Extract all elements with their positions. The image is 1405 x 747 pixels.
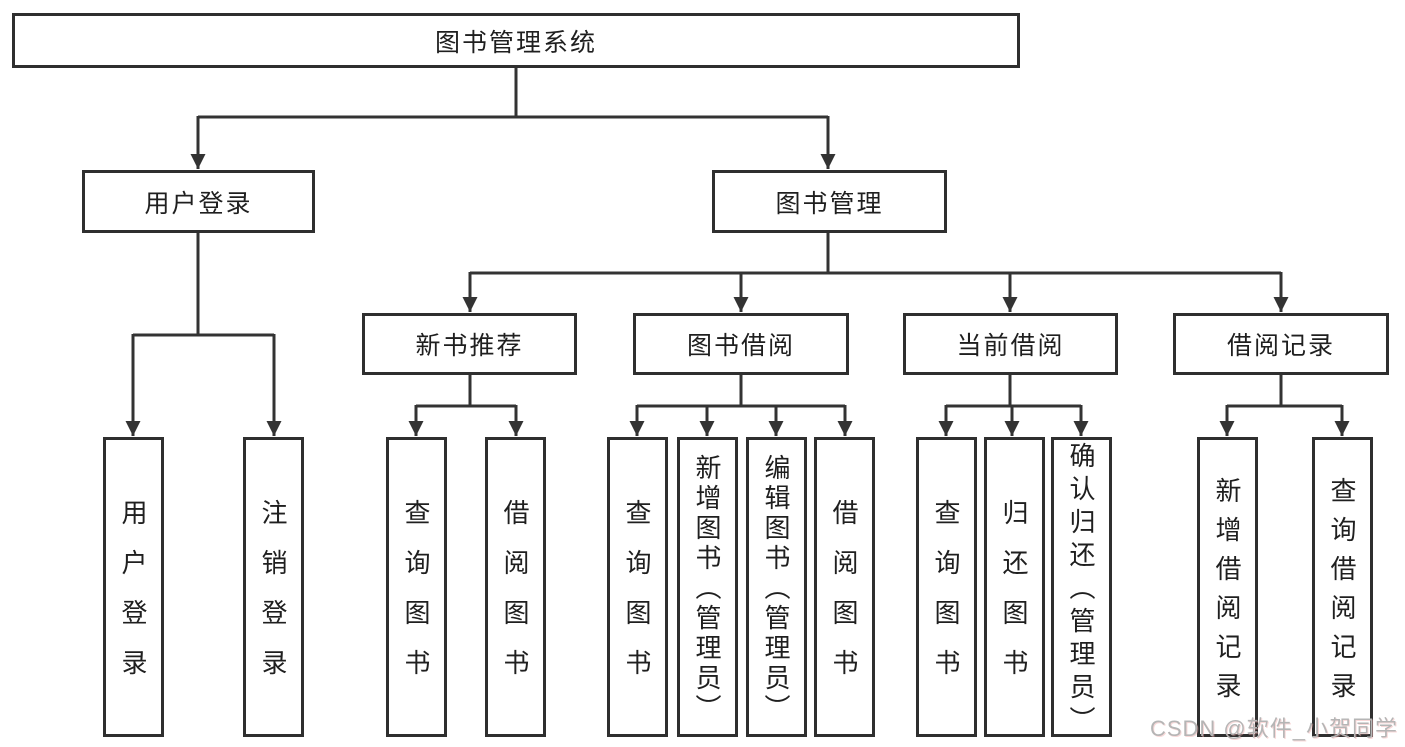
node-new-book-recommend: 新书推荐 bbox=[362, 313, 577, 375]
leaf-return-books: 归还图书 bbox=[984, 437, 1045, 737]
node-user-login: 用户登录 bbox=[82, 170, 315, 233]
leaf-logout: 注销登录 bbox=[243, 437, 304, 737]
leaf-edit-books-admin: 编辑图书（管理员） bbox=[746, 437, 807, 737]
node-root: 图书管理系统 bbox=[12, 13, 1020, 68]
node-current-borrowing: 当前借阅 bbox=[903, 313, 1118, 375]
leaf-confirm-return-admin: 确认归还（管理员） bbox=[1051, 437, 1112, 739]
node-book-borrowing: 图书借阅 bbox=[633, 313, 849, 375]
leaf-add-books-admin: 新增图书（管理员） bbox=[677, 437, 738, 737]
node-borrow-records: 借阅记录 bbox=[1173, 313, 1389, 375]
leaf-query-books-recommend: 查询图书 bbox=[386, 437, 447, 737]
leaf-query-books-current: 查询图书 bbox=[916, 437, 977, 737]
leaf-query-books-borrowing: 查询图书 bbox=[607, 437, 668, 737]
leaf-borrow-books: 借阅图书 bbox=[814, 437, 875, 737]
leaf-query-borrow-record: 查询借阅记录 bbox=[1312, 437, 1373, 737]
leaf-borrow-books-recommend: 借阅图书 bbox=[485, 437, 546, 737]
node-book-management: 图书管理 bbox=[712, 170, 947, 233]
leaf-user-login: 用户登录 bbox=[103, 437, 164, 737]
leaf-add-borrow-record: 新增借阅记录 bbox=[1197, 437, 1258, 737]
watermark: CSDN @软件_小贺同学 bbox=[1149, 716, 1398, 741]
